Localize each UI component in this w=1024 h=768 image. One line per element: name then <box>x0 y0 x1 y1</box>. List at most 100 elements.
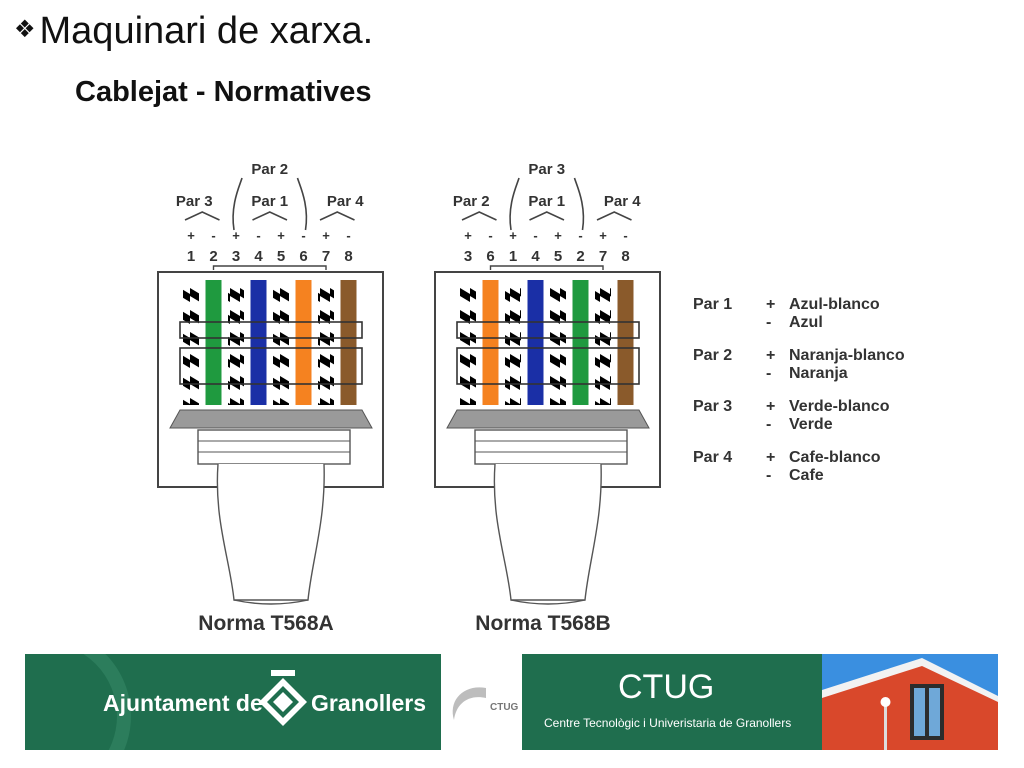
pin-number: 4 <box>531 248 540 265</box>
pair-bracket <box>461 211 497 221</box>
legend-color-plus: Cafe-blanco <box>789 449 881 466</box>
pair-bracket <box>232 177 243 231</box>
wire-striped <box>183 280 199 405</box>
cable-end <box>510 599 586 605</box>
legend-color-plus: Verde-blanco <box>789 398 890 415</box>
cable <box>216 463 325 601</box>
wire-striped <box>595 280 611 405</box>
cable <box>493 463 602 601</box>
ctug-title: CTUG <box>618 668 715 706</box>
connector-name: Norma T568B <box>475 612 610 635</box>
polarity-sign: + <box>599 228 607 243</box>
ajuntament-text: Ajuntament de <box>103 690 263 716</box>
polarity-sign: - <box>301 228 305 243</box>
legend-pair: Par 2 <box>693 347 732 364</box>
bullet-icon: ❖ <box>14 15 36 43</box>
polarity-sign: - <box>533 228 537 243</box>
cable-end <box>233 599 309 605</box>
pin-number: 6 <box>299 248 307 265</box>
pin-number: 8 <box>344 248 352 265</box>
legend-sign: + <box>766 296 775 313</box>
wire-solid <box>295 280 312 405</box>
pair-bracket <box>252 211 288 221</box>
wire-solid <box>250 280 267 405</box>
wire-striped <box>460 280 476 405</box>
granollers-crest-icon <box>259 670 307 726</box>
clip-rail <box>456 347 640 385</box>
pair-bracket <box>184 211 220 221</box>
polarity-sign: + <box>322 228 330 243</box>
ajuntament-banner: Ajuntament de Granollers <box>25 654 441 750</box>
ctug-banner: CTUG Centre Tecnològic i Univeristaria d… <box>522 654 822 750</box>
legend-color-minus: Azul <box>789 314 823 331</box>
wiring-diagram: Par 2 Par 3 Par 1 Par 4 +1 - 2 +3 - 4 +5 - 6 +7 - 8Norm… <box>157 161 905 635</box>
pin-number: 1 <box>509 248 517 265</box>
wire-solid <box>205 280 222 405</box>
pair-label: Par 2 <box>453 193 490 210</box>
pin-number: 3 <box>464 248 472 265</box>
pin-number: 8 <box>621 248 629 265</box>
pair-label: Par 4 <box>327 193 364 210</box>
legend-color-plus: Naranja-blanco <box>789 347 905 364</box>
wire-solid <box>617 280 634 405</box>
legend-pair: Par 4 <box>693 449 732 466</box>
legend-pair: Par 1 <box>693 296 732 313</box>
wire-striped <box>273 280 289 405</box>
ctug-mini-text: CTUG <box>490 702 519 713</box>
pin-bracket <box>212 265 327 270</box>
slide-title-text: Maquinari de xarxa. <box>39 10 374 52</box>
pair-label: Par 3 <box>176 193 213 210</box>
pair-bracket <box>296 177 308 231</box>
pin-number: 3 <box>232 248 240 265</box>
legend-sign: + <box>766 398 775 415</box>
pair-bracket <box>596 211 632 221</box>
pin-number: 1 <box>187 248 195 265</box>
polarity-sign: - <box>256 228 260 243</box>
ctug-mini-logo: CTUG <box>446 682 518 727</box>
legend-sign: + <box>766 347 775 364</box>
pin-number: 5 <box>277 248 285 265</box>
legend-color-minus: Naranja <box>789 365 848 382</box>
polarity-sign: - <box>623 228 627 243</box>
crimp-bar <box>446 409 650 429</box>
polarity-sign: + <box>277 228 285 243</box>
wire-solid <box>527 280 544 405</box>
polarity-sign: - <box>211 228 215 243</box>
wire-solid <box>572 280 589 405</box>
building-photo <box>822 654 998 750</box>
crimp-bar <box>169 409 373 429</box>
polarity-sign: + <box>232 228 240 243</box>
connector-name: Norma T568A <box>198 612 333 635</box>
polarity-sign: + <box>187 228 195 243</box>
legend-sign: - <box>766 314 771 331</box>
pair-label: Par 1 <box>528 193 565 210</box>
pin-number: 7 <box>599 248 607 265</box>
cable-boot <box>474 429 628 465</box>
polarity-sign: + <box>464 228 472 243</box>
pair-bracket <box>573 177 585 231</box>
polarity-sign: + <box>509 228 517 243</box>
cable-boot <box>197 429 351 465</box>
polarity-sign: + <box>554 228 562 243</box>
ctug-subtitle: Centre Tecnològic i Univeristaria de Gra… <box>544 716 792 730</box>
pin-number: 6 <box>486 248 494 265</box>
pin-number: 2 <box>209 248 217 265</box>
wire-solid <box>340 280 357 405</box>
wire-striped <box>505 280 521 405</box>
clip-rail <box>179 321 363 339</box>
wire-striped <box>228 280 244 405</box>
pin-number: 2 <box>576 248 584 265</box>
legend-sign: - <box>766 365 771 382</box>
legend-sign: - <box>766 416 771 433</box>
granollers-text: Granollers <box>311 690 427 716</box>
pin-number: 5 <box>554 248 562 265</box>
polarity-sign: - <box>346 228 350 243</box>
polarity-sign: - <box>488 228 492 243</box>
slide-title: ❖Maquinari de xarxa. <box>14 10 373 53</box>
polarity-sign: - <box>578 228 582 243</box>
pair-bracket <box>509 177 520 231</box>
wire-striped <box>550 280 566 405</box>
legend-sign: - <box>766 467 771 484</box>
